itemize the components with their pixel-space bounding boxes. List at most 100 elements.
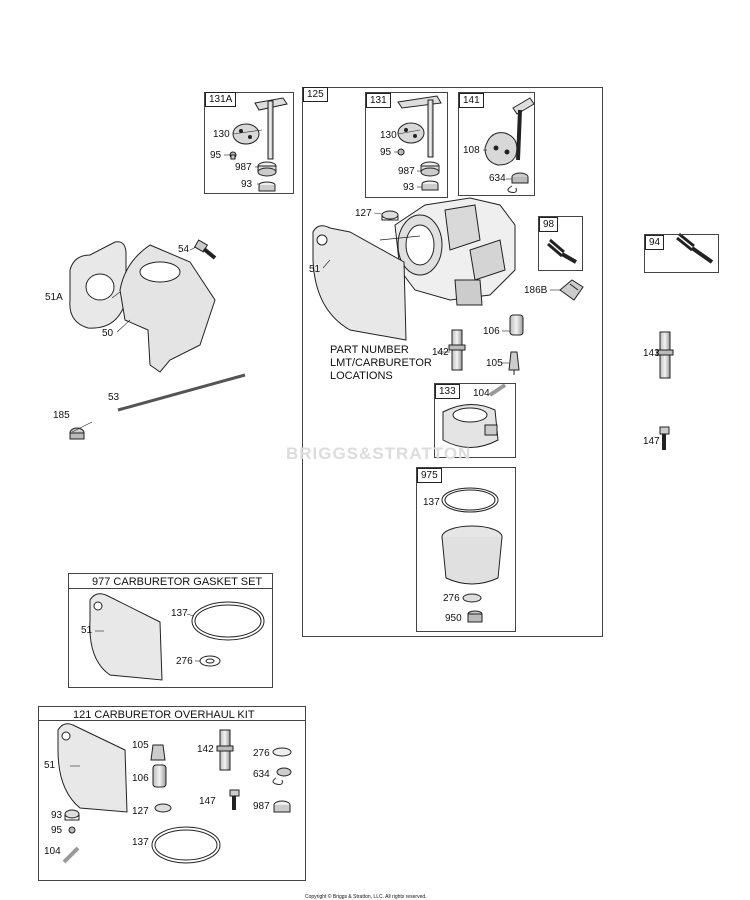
- stud-53-illustration: [117, 373, 246, 412]
- throttle-shaft-131A-illustration: [229, 97, 288, 192]
- part-label: 130: [380, 130, 397, 141]
- kit121-o-ring-137-illustration: [151, 826, 221, 864]
- part-label: 137: [171, 608, 188, 619]
- part-label: 142: [197, 744, 214, 755]
- copyright-notice: Copyright © Briggs & Stratton, LLC. All …: [305, 894, 427, 900]
- part-label: 147: [199, 796, 216, 807]
- part-label: 276: [443, 593, 460, 604]
- float-133-illustration: [442, 383, 507, 448]
- kit121-gasket-51-illustration: [57, 723, 128, 813]
- part-label: 93: [241, 179, 253, 190]
- part-label: 987: [253, 801, 270, 812]
- part-label: 127: [132, 806, 149, 817]
- group-box-975: [416, 467, 516, 632]
- part-label: 127: [355, 208, 372, 219]
- tag-131A: 131A: [205, 92, 237, 107]
- kit-box-977: [68, 573, 273, 688]
- part-label: 51: [309, 264, 321, 275]
- part-label: 93: [403, 182, 415, 193]
- part-label: 51: [44, 760, 56, 771]
- part-label: 186B: [524, 285, 548, 296]
- part-label: 987: [235, 162, 252, 173]
- part-label: 137: [423, 497, 440, 508]
- kit121-float-pin-106-illustration: [152, 764, 167, 788]
- part-label: 95: [380, 147, 392, 158]
- float-pin-106-illustration: [509, 314, 524, 336]
- part-label: 104: [44, 846, 61, 857]
- tag-98: 98: [539, 217, 559, 232]
- kit-title-divider-121: [38, 720, 306, 721]
- part-label: 54: [178, 244, 190, 255]
- part-label: 51A: [45, 292, 63, 303]
- tag-131: 131: [366, 93, 391, 108]
- choke-shaft-141-illustration: [484, 97, 535, 193]
- nut-185-illustration: [69, 427, 85, 440]
- group-box-98: [538, 216, 583, 271]
- part-label: 50: [102, 328, 114, 339]
- part-label: 95: [210, 150, 222, 161]
- part-label: 634: [253, 769, 270, 780]
- group-box-131: [365, 92, 448, 198]
- part-label: 276: [253, 748, 270, 759]
- part-label: 95: [51, 825, 63, 836]
- part-label: 104: [473, 388, 490, 399]
- kit121-needle-105-illustration: [150, 744, 166, 761]
- part-label: 105: [132, 740, 149, 751]
- kit121-seal-987-illustration: [273, 800, 291, 813]
- part-label: 53: [108, 392, 120, 403]
- main-jet-142-illustration: [448, 329, 466, 371]
- kit121-screw-95-illustration: [68, 826, 76, 834]
- part-label: 51: [81, 625, 93, 636]
- part-label: 106: [483, 326, 500, 337]
- screw-94-illustration: [676, 232, 714, 264]
- location-note-line1: PART NUMBER: [330, 344, 409, 356]
- intake-manifold-50-illustration: [119, 244, 216, 373]
- carburetor-gasket-51-illustration: [312, 225, 407, 341]
- kit-box-121: [38, 706, 306, 881]
- kit-title-977: 977 CARBURETOR GASKET SET: [92, 576, 263, 588]
- part-label: 108: [463, 145, 480, 156]
- part-label: 276: [176, 656, 193, 667]
- watermark: BRIGGS&STRATTON: [286, 444, 472, 463]
- kit121-pin-104-illustration: [62, 846, 80, 864]
- part-label: 185: [53, 410, 70, 421]
- part-label: 147: [643, 436, 660, 447]
- kit121-main-jet-142-illustration: [216, 729, 234, 771]
- tag-141: 141: [459, 93, 484, 108]
- location-note-line2: LMT/CARBURETOR: [330, 357, 432, 369]
- kit121-spring-634-illustration: [272, 767, 292, 785]
- kit121-plug-127-illustration: [154, 803, 172, 813]
- throttle-shaft-131-illustration: [397, 95, 442, 191]
- part-label: 987: [398, 166, 415, 177]
- main-jet-143-illustration: [656, 331, 674, 379]
- location-note: PART NUMBER LMT/CARBURETOR LOCATIONS: [330, 344, 432, 383]
- group-box-94: [644, 234, 719, 273]
- kit121-washer-276-illustration: [272, 747, 292, 757]
- tag-133: 133: [435, 384, 460, 399]
- kit121-screw-147-illustration: [229, 789, 240, 810]
- location-note-line3: LOCATIONS: [330, 370, 393, 382]
- part-label: 137: [132, 837, 149, 848]
- part-label: 634: [489, 173, 506, 184]
- float-bowl-975-illustration: [441, 487, 503, 623]
- group-box-125: [302, 87, 603, 637]
- group-box-131A: [204, 92, 294, 194]
- kit-title-divider-977: [68, 588, 273, 589]
- part-label: 143: [643, 348, 660, 359]
- group-box-133: [434, 383, 516, 458]
- tag-975: 975: [417, 468, 442, 483]
- kit977-gasket-51-illustration: [89, 593, 163, 681]
- part-label: 950: [445, 613, 462, 624]
- needle-105-illustration: [508, 351, 520, 375]
- screw-147-illustration: [659, 426, 670, 450]
- kit977-o-ring-137-illustration: [191, 601, 265, 641]
- screw-54-illustration: [193, 239, 217, 260]
- part-label: 142: [432, 347, 449, 358]
- tag-94: 94: [645, 235, 665, 250]
- part-label: 106: [132, 773, 149, 784]
- kit121-seal-93-illustration: [64, 809, 80, 821]
- idle-screw-98-illustration: [547, 238, 577, 264]
- elbow-fitting-186B-illustration: [559, 279, 584, 301]
